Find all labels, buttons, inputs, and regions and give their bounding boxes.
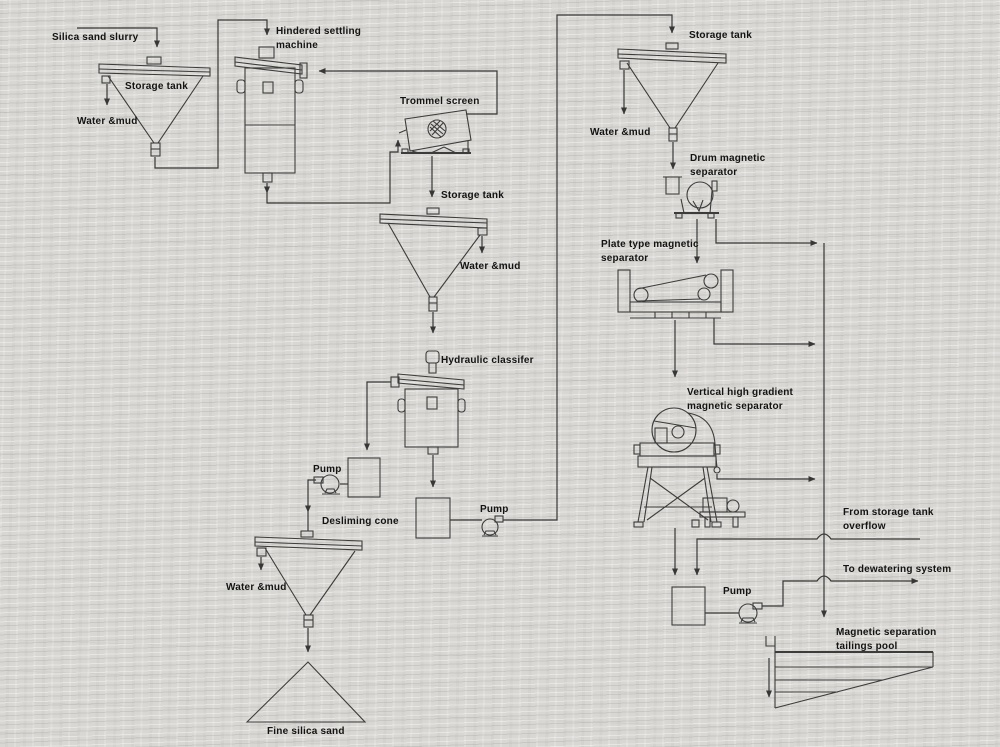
pipe-plate-tailings <box>713 318 816 347</box>
label-fine-silica-sand: Fine silica sand <box>267 726 345 737</box>
label-plate-magnetic-2: separator <box>601 253 648 264</box>
pipe-pump2-to-tank3 <box>503 14 675 521</box>
pipe-slurry-feed <box>77 27 160 48</box>
transfer-sump-box <box>415 497 451 539</box>
desliming-sump-box <box>347 457 381 498</box>
label-vertical-magnetic-1: Vertical high gradient <box>687 387 794 398</box>
label-silica-sand-slurry: Silica sand slurry <box>52 32 139 43</box>
tailings-pool <box>765 636 934 709</box>
label-water-mud-right: Water &mud <box>590 127 651 138</box>
pipes <box>77 14 920 698</box>
label-tailings-pool-1: Magnetic separation <box>836 627 937 638</box>
vertical-magnetic-separator <box>633 407 722 528</box>
plate-magnetic-separator <box>617 269 734 319</box>
label-pump-transfer: Pump <box>480 504 509 515</box>
desliming-cone <box>254 530 363 628</box>
pipe-trommel-recycle <box>318 68 498 115</box>
fine-silica-sand-pile <box>245 661 367 723</box>
label-from-overflow-2: overflow <box>843 521 886 532</box>
label-water-mud-mid: Water &mud <box>460 261 521 272</box>
pipe-classifier-overflow <box>364 381 391 451</box>
label-vertical-magnetic-2: magnetic separator <box>687 401 783 412</box>
label-desliming-cone: Desliming cone <box>322 516 399 527</box>
label-storage-tank-left: Storage tank <box>125 81 188 92</box>
hindered-settling-machine <box>234 46 308 183</box>
pipe-tank1-to-hsm <box>154 19 270 169</box>
label-hydraulic-classifier: Hydraulic classifer <box>441 355 534 366</box>
tailings-sump-box <box>671 586 706 626</box>
transfer-pump <box>481 515 504 537</box>
label-trommel-screen: Trommel screen <box>400 96 480 107</box>
label-to-dewatering: To dewatering system <box>843 564 951 575</box>
storage-tank-left <box>98 56 211 157</box>
label-plate-magnetic-1: Plate type magnetic <box>601 239 699 250</box>
pipe-hsm-to-trommel <box>266 139 401 204</box>
hydraulic-classifier <box>390 350 466 455</box>
storage-tank-middle <box>379 207 488 312</box>
pipe-pump1-discharge <box>305 479 316 513</box>
drum-magnetic-separator <box>663 176 719 219</box>
pipe-vsep-tailings <box>716 474 816 482</box>
label-water-mud-desliming: Water &mud <box>226 582 287 593</box>
pipe-overflow-in <box>694 533 920 576</box>
label-hindered-settling-1: Hindered settling <box>276 26 361 37</box>
label-storage-tank-mid: Storage tank <box>441 190 504 201</box>
label-drum-magnetic-1: Drum magnetic <box>690 153 766 164</box>
tailings-pump <box>738 602 763 624</box>
label-storage-tank-right: Storage tank <box>689 30 752 41</box>
label-tailings-pool-2: tailings pool <box>836 641 898 652</box>
storage-tank-right <box>617 42 727 142</box>
pipe-to-dewatering <box>762 575 919 607</box>
pipe-drum-tailings <box>715 219 818 246</box>
label-from-overflow-1: From storage tank <box>843 507 934 518</box>
label-water-mud-left: Water &mud <box>77 116 138 127</box>
label-drum-magnetic-2: separator <box>690 167 737 178</box>
trommel-screen <box>398 109 472 154</box>
vsep-bench-pump <box>699 497 746 528</box>
label-pump-desliming: Pump <box>313 464 342 475</box>
label-pump-tailings: Pump <box>723 586 752 597</box>
label-hindered-settling-2: machine <box>276 40 318 51</box>
desliming-pump <box>313 474 340 495</box>
